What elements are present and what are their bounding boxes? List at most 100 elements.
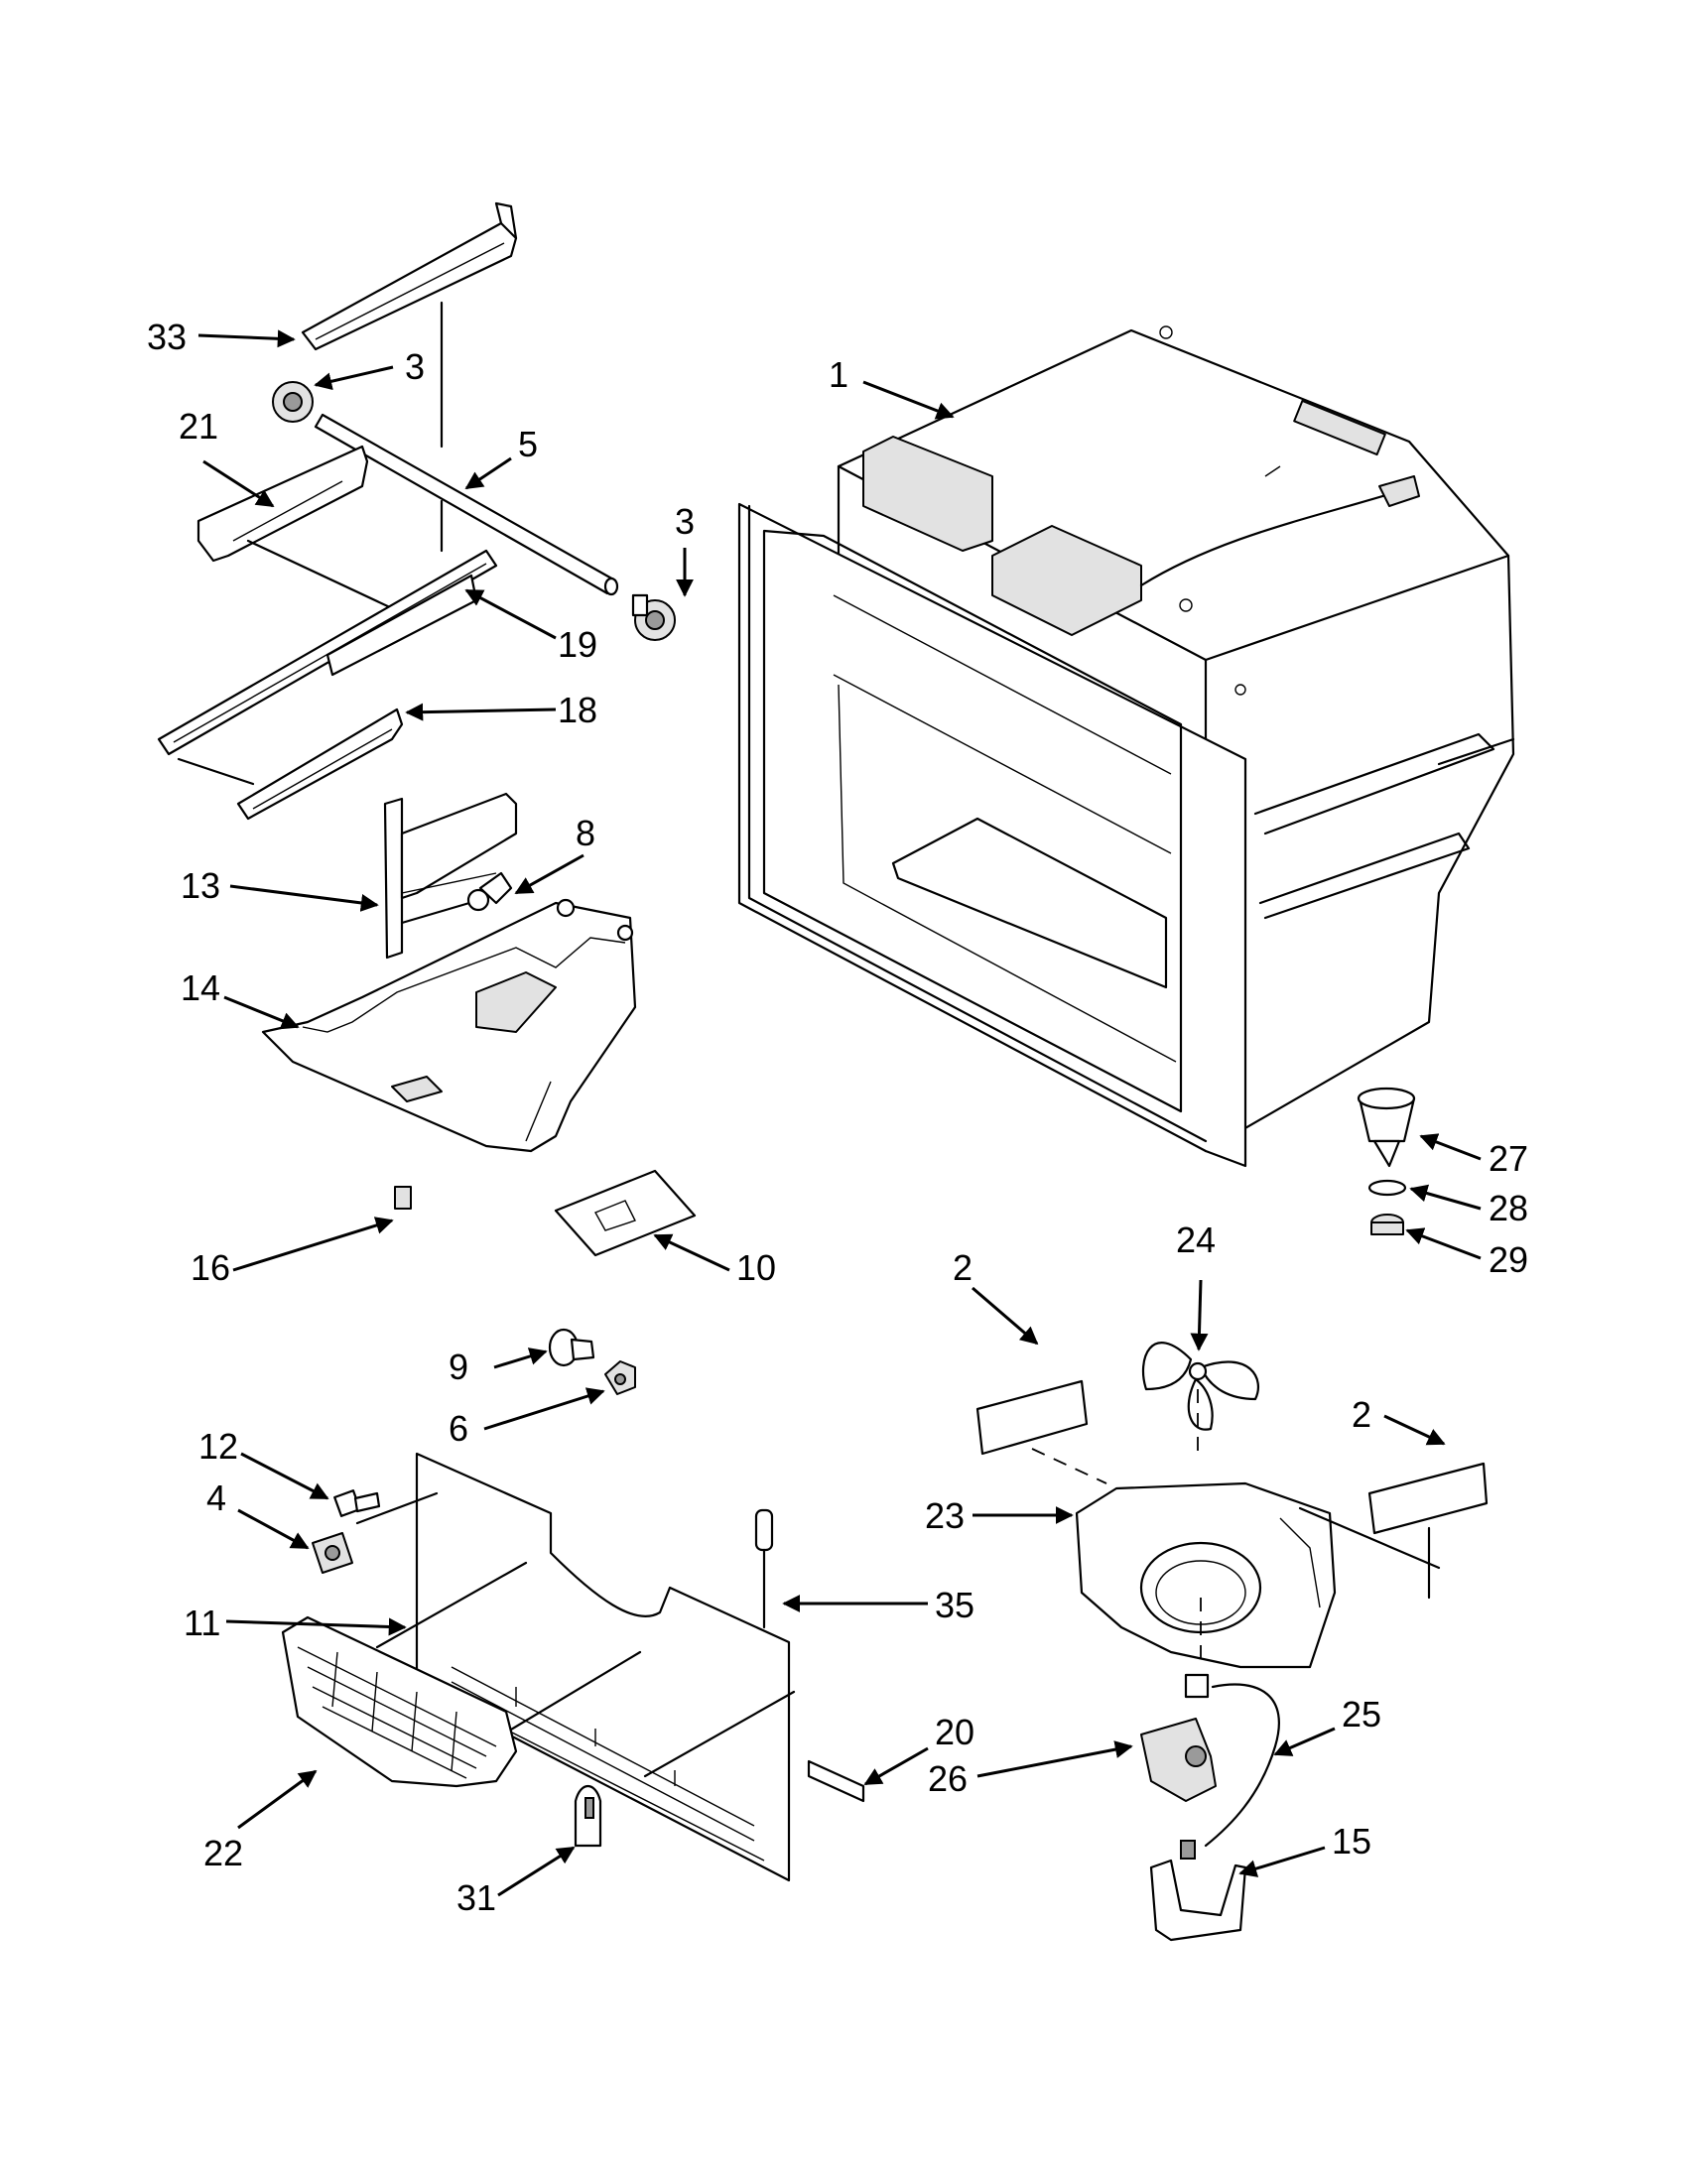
part-25-wire [1204, 1683, 1280, 1848]
arrow-26 [976, 1740, 1133, 1778]
part-31-latch [574, 1784, 602, 1848]
arrow-27 [1419, 1133, 1482, 1161]
callout-2: 2 [953, 1247, 973, 1288]
callout-29: 29 [1489, 1239, 1528, 1280]
part-5-shaft [314, 413, 619, 596]
arrow-28 [1409, 1184, 1482, 1211]
arrow-29 [1405, 1227, 1482, 1260]
leader-arrows [197, 329, 1482, 1897]
arrow-4 [237, 1508, 310, 1550]
arrow-14 [223, 995, 300, 1030]
callout-11: 11 [184, 1603, 220, 1643]
guide-line [177, 757, 255, 786]
part-29-cap [1370, 1214, 1404, 1235]
arrow-12 [240, 1452, 329, 1500]
arrow-3a [314, 365, 394, 391]
callout-33: 33 [147, 317, 187, 357]
callout-31: 31 [456, 1877, 496, 1918]
arrow-21 [202, 459, 275, 508]
arrow-13 [229, 884, 379, 912]
guide-line [1298, 1506, 1441, 1570]
part-23-fan-shroud [1075, 1481, 1337, 1669]
callout-19: 19 [558, 624, 597, 665]
part-14-tray [261, 898, 637, 1153]
guide-line [355, 1491, 439, 1525]
callout-20: 20 [935, 1712, 974, 1752]
part-6-socket [604, 1360, 636, 1395]
part-20-strip [807, 1759, 865, 1803]
callout-1: 1 [829, 354, 848, 395]
callout-4: 4 [206, 1477, 226, 1518]
part-15-bracket [1149, 1840, 1247, 1942]
part-1-freezer-liner [737, 325, 1515, 1168]
arrow-2a [972, 1286, 1039, 1346]
arrow-10 [653, 1233, 730, 1272]
callout-10: 10 [736, 1247, 776, 1288]
part-35-sensor [754, 1508, 774, 1629]
arrow-2b [1383, 1414, 1446, 1446]
callout-12: 12 [198, 1426, 238, 1467]
part-2-insulation-left [975, 1379, 1089, 1456]
callout-2: 2 [1352, 1394, 1371, 1435]
callout-3: 3 [675, 501, 695, 542]
part-4-holder [312, 1532, 353, 1574]
part-19-rail [157, 549, 498, 756]
guide-line [246, 539, 409, 617]
part-3-gear-left [272, 381, 314, 423]
part-21-bracket [196, 445, 369, 563]
part-33-crossbar [301, 201, 518, 351]
part-11-back-panel [415, 1452, 791, 1882]
arrow-25 [1273, 1727, 1336, 1756]
arrow-16 [232, 1217, 394, 1272]
part-2-insulation-right [1367, 1462, 1489, 1535]
arrow-19 [464, 588, 557, 640]
part-3-gear-right [631, 593, 676, 641]
arrow-15 [1238, 1846, 1326, 1877]
arrow-24 [1190, 1279, 1209, 1351]
callout-16: 16 [191, 1247, 230, 1288]
part-26-motor [1140, 1673, 1217, 1802]
arrow-5 [464, 456, 512, 490]
part-28-oring [1367, 1179, 1407, 1197]
callout-35: 35 [935, 1585, 974, 1625]
callout-25: 25 [1342, 1694, 1381, 1734]
callout-15: 15 [1332, 1821, 1371, 1862]
arrow-1 [862, 380, 955, 420]
arrow-33 [197, 329, 296, 348]
arrow-22 [237, 1769, 318, 1830]
callout-22: 22 [203, 1833, 243, 1873]
arrow-11 [225, 1617, 407, 1636]
arrow-18 [405, 703, 557, 721]
arrow-20 [863, 1746, 929, 1786]
part-16-clip [394, 1186, 412, 1210]
guide-line [1031, 1448, 1107, 1484]
callout-18: 18 [558, 690, 597, 730]
callout-8: 8 [576, 813, 595, 853]
part-9-bulb [548, 1328, 595, 1367]
callout-6: 6 [449, 1408, 468, 1449]
callout-28: 28 [1489, 1188, 1528, 1228]
guide-line [643, 1690, 796, 1778]
callout-23: 23 [925, 1495, 965, 1536]
callout-21: 21 [179, 406, 218, 447]
callout-labels: 33 3 21 5 3 19 18 13 8 14 16 10 9 6 12 4… [147, 317, 1528, 1918]
part-18-rail [236, 707, 404, 821]
callout-27: 27 [1489, 1138, 1528, 1179]
callout-9: 9 [449, 1347, 468, 1387]
arrow-9 [493, 1348, 548, 1369]
callout-5: 5 [518, 424, 538, 464]
arrow-8 [514, 853, 584, 895]
part-8-screw [466, 871, 513, 912]
part-12-screw [333, 1489, 381, 1517]
part-10-pad [554, 1169, 697, 1257]
part-22-grille [281, 1615, 518, 1788]
callout-14: 14 [181, 967, 220, 1008]
part-24-fan-blade [1141, 1342, 1260, 1431]
part-27-cup [1357, 1087, 1416, 1168]
callout-26: 26 [928, 1758, 968, 1799]
arrow-31 [497, 1846, 576, 1897]
callout-24: 24 [1176, 1220, 1216, 1260]
arrow-6 [483, 1387, 605, 1431]
callout-13: 13 [181, 865, 220, 906]
